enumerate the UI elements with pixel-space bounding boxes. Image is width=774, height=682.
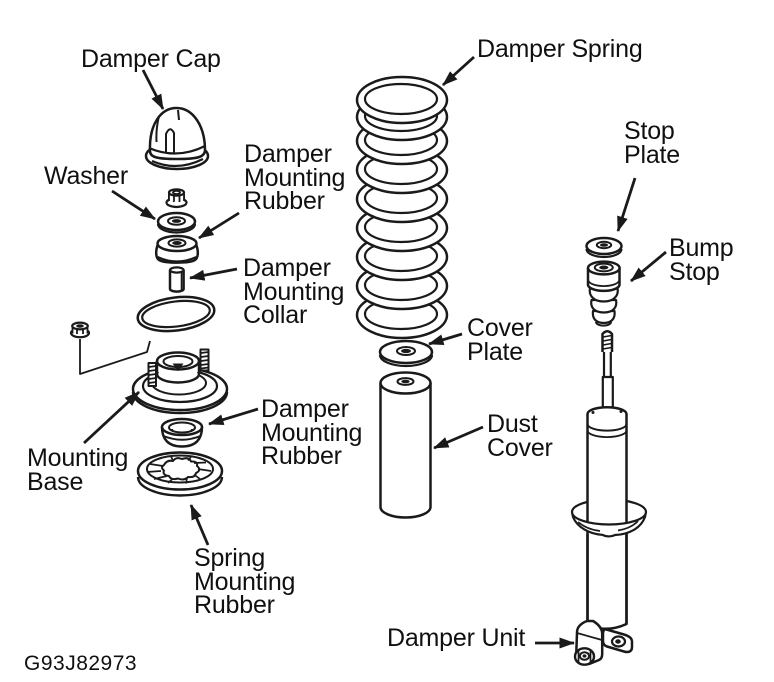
callout-arrows (83, 55, 667, 649)
damper-mounting-rubber-lower-drawing (160, 417, 204, 448)
label-damper-unit: Damper Unit (387, 624, 526, 652)
label-washer: Washer (44, 162, 129, 190)
label-damper-mounting-collar: Damper Mounting Collar (243, 254, 345, 329)
o-ring-drawing (136, 295, 216, 333)
washer-drawing (156, 211, 197, 234)
stop-plate-drawing (585, 236, 623, 259)
dust-cover-drawing (379, 371, 432, 519)
mounting-base-drawing (131, 348, 229, 415)
damper-mounting-rubber-upper-drawing (154, 234, 200, 264)
label-stop-plate: Stop Plate (624, 117, 680, 169)
damper-unit-drawing (570, 330, 648, 666)
label-mounting-base: Mounting Base (27, 444, 129, 496)
label-damper-spring: Damper Spring (477, 35, 643, 63)
figure-code: G93J82973 (24, 652, 138, 675)
damper-mounting-collar-drawing (168, 266, 185, 293)
cover-plate-drawing (378, 339, 434, 368)
label-damper-mounting-rubber-lower: Damper Mounting Rubber (261, 395, 363, 470)
lock-nut-drawing (69, 321, 151, 375)
label-cover-plate: Cover Plate (467, 314, 533, 366)
spring-mounting-rubber-drawing (136, 451, 224, 497)
upper-nut-drawing (165, 188, 188, 209)
damper-spring-drawing (355, 75, 449, 340)
label-bump-stop: Bump Stop (669, 234, 734, 286)
lock-nut-leader-line (79, 339, 151, 375)
label-damper-cap: Damper Cap (81, 45, 221, 73)
damper-cap-drawing (144, 106, 210, 171)
label-damper-mounting-rubber-upper: Damper Mounting Rubber (244, 140, 346, 215)
label-spring-mounting-rubber: Spring Mounting Rubber (194, 544, 296, 619)
bump-stop-drawing (586, 260, 621, 327)
label-dust-cover: Dust Cover (487, 410, 553, 462)
